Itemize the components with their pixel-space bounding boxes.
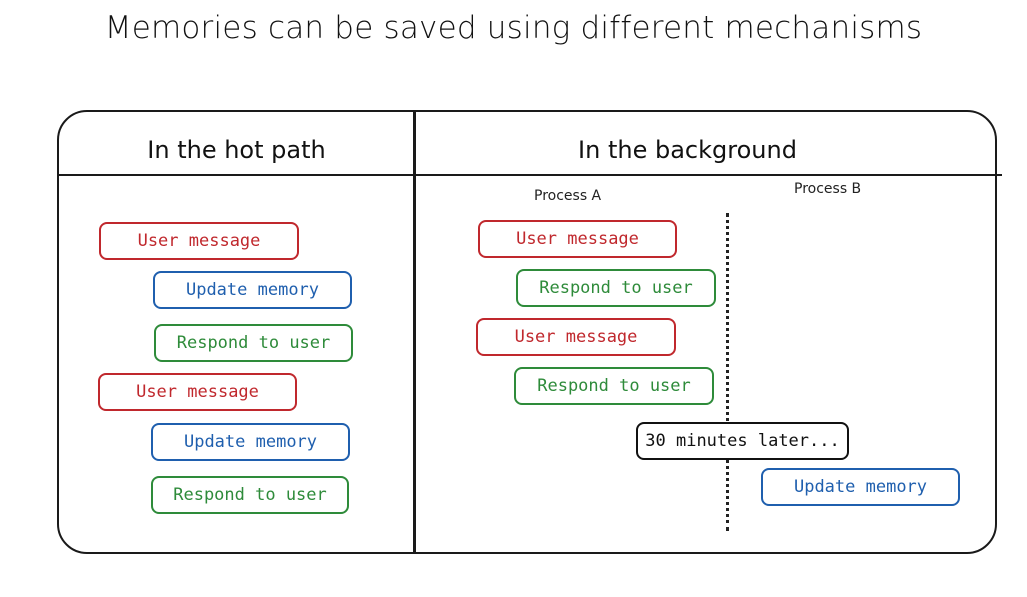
background-heading: In the background <box>578 136 797 164</box>
hot-step-user-message: User message <box>98 373 297 411</box>
process-b-label: Process B <box>794 181 862 197</box>
hot-step-respond-to-user: Respond to user <box>151 476 349 514</box>
page-title: Memories can be saved using different me… <box>104 10 923 46</box>
bg-step-respond-to-user: Respond to user <box>514 367 714 405</box>
header-divider <box>57 174 1002 176</box>
process-separator-dotted-line <box>726 213 729 531</box>
bg-step-user-message: User message <box>476 318 676 356</box>
bg-step-update-memory: Update memory <box>761 468 960 506</box>
hot-step-update-memory: Update memory <box>151 423 350 461</box>
hot-step-user-message: User message <box>99 222 299 260</box>
column-divider <box>413 112 416 554</box>
hot-path-heading: In the hot path <box>147 136 326 164</box>
bg-step-respond-to-user: Respond to user <box>516 269 716 307</box>
hot-step-respond-to-user: Respond to user <box>154 324 353 362</box>
process-a-label: Process A <box>534 188 602 204</box>
diagram-frame <box>57 110 997 554</box>
delay-label-box: 30 minutes later... <box>636 422 849 460</box>
hot-step-update-memory: Update memory <box>153 271 352 309</box>
bg-step-user-message: User message <box>478 220 677 258</box>
